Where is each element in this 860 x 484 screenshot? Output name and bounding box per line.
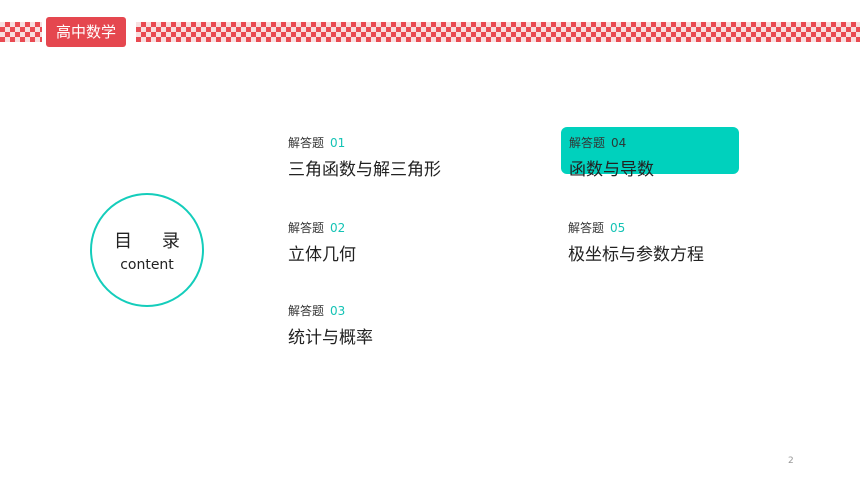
toc-item-04[interactable]: 解答题 04 函数与导数	[561, 127, 739, 180]
item-number: 01	[330, 136, 346, 150]
subject-badge: 高中数学	[46, 17, 126, 47]
toc-item-02[interactable]: 解答题 02 立体几何	[288, 217, 356, 265]
toc-item-05[interactable]: 解答题 05 极坐标与参数方程	[568, 217, 704, 265]
toc-title: 目 录	[114, 231, 192, 252]
item-prefix: 解答题	[569, 136, 606, 150]
toc-circle: 目 录 content	[90, 193, 204, 307]
toc-item-01[interactable]: 解答题 01 三角函数与解三角形	[288, 132, 441, 180]
item-prefix: 解答题	[568, 221, 605, 235]
item-prefix: 解答题	[288, 221, 325, 235]
item-title: 立体几何	[288, 245, 356, 265]
item-number: 02	[330, 221, 346, 235]
item-number: 05	[610, 221, 626, 235]
toc-item-03[interactable]: 解答题 03 统计与概率	[288, 300, 373, 348]
item-title: 三角函数与解三角形	[288, 160, 441, 180]
decorative-pattern-right	[136, 22, 860, 42]
decorative-pattern-left	[0, 22, 42, 42]
item-prefix: 解答题	[288, 304, 325, 318]
toc-subtitle: content	[120, 257, 174, 273]
page-number: 2	[788, 456, 794, 466]
item-number: 04	[611, 136, 627, 150]
item-prefix: 解答题	[288, 136, 325, 150]
item-title: 极坐标与参数方程	[568, 245, 704, 265]
item-number: 03	[330, 304, 346, 318]
item-title: 函数与导数	[569, 160, 654, 180]
item-title: 统计与概率	[288, 328, 373, 348]
